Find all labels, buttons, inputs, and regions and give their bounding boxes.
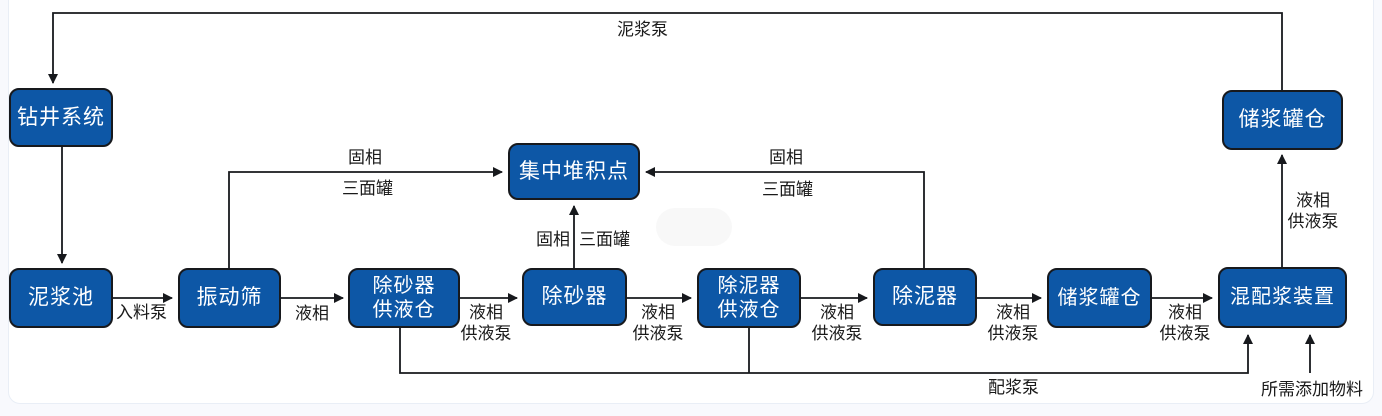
label-liquid-phase: 液相 (641, 303, 675, 322)
watermark-blob (656, 208, 732, 246)
node-label: 集中堆积点 (519, 159, 629, 183)
label-feed-pump: 入料泵 (116, 303, 167, 322)
label-three-side-tank-middle: 三面罐 (579, 230, 630, 249)
node-mud-pit: 泥浆池 (9, 268, 113, 328)
label-liquid-phase: 液相 (1296, 191, 1330, 210)
label-liquid-phase: 液相 (295, 304, 329, 323)
node-label-line2: 供液仓 (372, 299, 436, 321)
node-accumulation-point: 集中堆积点 (508, 143, 640, 200)
edge-mixing-pump-bus (399, 328, 1253, 374)
node-desilter: 除泥器 (873, 268, 977, 326)
node-label: 储浆罐仓 (1057, 286, 1142, 309)
node-desander-supply-tank: 除砂器 供液仓 (348, 268, 460, 328)
node-storage-tank-top: 储浆罐仓 (1222, 90, 1343, 150)
label-liquid-supply-3: 液相 供液泵 (812, 302, 863, 345)
label-three-side-tank-left: 三面罐 (342, 179, 393, 198)
node-storage-tank: 储浆罐仓 (1047, 268, 1152, 328)
edge-desilter-to-accumulation (645, 167, 925, 268)
label-supply-pump: 供液泵 (632, 324, 684, 344)
node-mixing-device: 混配浆装置 (1218, 267, 1347, 328)
label-solid-phase-right: 固相 (769, 148, 803, 167)
node-label: 振动筛 (196, 286, 263, 310)
node-label: 钻井系统 (17, 105, 105, 129)
node-desander: 除砂器 (522, 268, 627, 326)
label-supply-pump: 供液泵 (811, 324, 863, 344)
label-liquid-supply-4: 液相 供液泵 (988, 302, 1039, 345)
edge-mudpump-feedback (48, 12, 1283, 90)
node-label-line2: 供液仓 (717, 299, 781, 321)
label-liquid-phase: 液相 (469, 303, 503, 322)
label-supply-pump: 供液泵 (1287, 212, 1339, 232)
node-label: 除砂器 (541, 285, 608, 309)
label-supply-pump: 供液泵 (987, 324, 1039, 344)
node-label: 储浆罐仓 (1238, 108, 1327, 132)
label-liquid-phase: 液相 (820, 303, 854, 322)
label-mud-pump: 泥浆泵 (617, 20, 668, 39)
label-liquid-phase: 液相 (1168, 303, 1202, 322)
node-label: 混配浆装置 (1230, 286, 1335, 309)
node-label: 除泥器 (892, 285, 958, 309)
node-drilling-system: 钻井系统 (9, 88, 113, 147)
label-liquid-supply-vertical: 液相 供液泵 (1288, 190, 1339, 233)
label-supply-pump: 供液泵 (1159, 324, 1211, 344)
label-required-materials: 所需添加物料 (1261, 380, 1363, 399)
node-label-line1: 除砂器 (372, 274, 436, 297)
node-label-line1: 除泥器 (717, 274, 781, 297)
edge-shaker-to-accumulation (228, 167, 503, 268)
label-mixing-pump: 配浆泵 (988, 378, 1039, 397)
label-liquid-phase: 液相 (996, 303, 1030, 322)
diagram-canvas (8, 0, 1374, 404)
node-label: 泥浆池 (28, 286, 94, 310)
label-solid-phase-left: 固相 (348, 148, 382, 167)
label-three-side-tank-right: 三面罐 (762, 180, 813, 199)
label-liquid-supply-5: 液相 供液泵 (1160, 302, 1211, 345)
label-liquid-supply-1: 液相 供液泵 (461, 302, 512, 345)
node-shale-shaker: 振动筛 (178, 268, 281, 328)
node-desilter-supply-tank: 除泥器 供液仓 (697, 268, 801, 328)
label-liquid-supply-2: 液相 供液泵 (633, 302, 684, 345)
label-supply-pump: 供液泵 (460, 324, 512, 344)
label-solid-phase-middle: 固相 (536, 230, 570, 249)
